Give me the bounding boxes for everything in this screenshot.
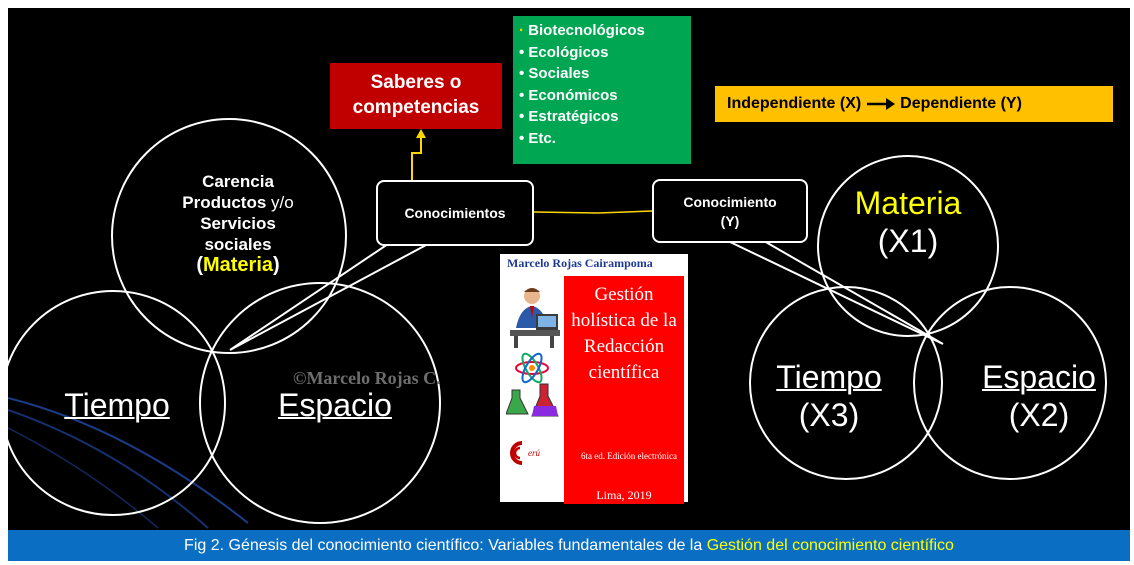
saberes-line: Saberes o bbox=[370, 72, 462, 93]
background-curve bbox=[8, 397, 249, 524]
list-item: • Sociales bbox=[519, 65, 590, 82]
caption-text: Fig 2. Génesis del conocimiento científi… bbox=[184, 537, 707, 554]
book-red-panel bbox=[564, 276, 684, 504]
espacio-left-label: Espacio bbox=[278, 387, 392, 423]
book-author: Marcelo Rojas Cairampoma bbox=[507, 256, 653, 270]
callout-pointer-left bbox=[229, 243, 429, 351]
espacio-name: Espacio bbox=[982, 359, 1096, 395]
list-item: · Biotecnológicos bbox=[519, 22, 645, 39]
carencia-line: Productos y/o bbox=[182, 193, 294, 212]
book-edition: 6ta ed. Edición electrónica bbox=[581, 451, 677, 461]
callout-pointer-right bbox=[727, 240, 944, 345]
book-cover: Marcelo Rojas Cairampoma Gestión holísti… bbox=[500, 254, 688, 504]
circle-carencia bbox=[111, 118, 347, 354]
circle-tiempo-left bbox=[8, 290, 226, 516]
independent-label: Independiente (X) bbox=[727, 95, 862, 112]
watermark: ©Marcelo Rojas C. bbox=[293, 368, 441, 388]
slide: · Biotecnológicos • Ecológicos • Sociale… bbox=[8, 8, 1130, 530]
arrow-to-saberes bbox=[411, 132, 422, 180]
variables-relation-box: Independiente (X) Dependiente (Y) bbox=[715, 86, 1113, 122]
science-flask-icon bbox=[506, 352, 559, 417]
caption-highlight: Gestión del conocimiento científico bbox=[706, 537, 954, 554]
carencia-line: sociales bbox=[204, 235, 272, 254]
callout-line: (Y) bbox=[720, 213, 740, 229]
diagram-shapes bbox=[8, 118, 1107, 529]
variables-list-box: · Biotecnológicos • Ecológicos • Sociale… bbox=[513, 16, 691, 164]
list-item: • Etc. bbox=[519, 129, 556, 147]
arrowhead bbox=[416, 129, 426, 138]
carencia-text: Carencia Productos y/o Servicios sociale… bbox=[148, 171, 328, 276]
saberes-line: competencias bbox=[352, 97, 480, 118]
arrow-right-icon bbox=[866, 97, 895, 110]
caption-bar: Fig 2. Génesis del conocimiento científi… bbox=[8, 530, 1130, 561]
connector-conocimientos bbox=[533, 210, 653, 214]
book-city: Lima, 2019 bbox=[596, 488, 652, 502]
list-item: • Ecológicos bbox=[519, 43, 609, 61]
saberes-box: Saberes o competencias bbox=[330, 63, 502, 129]
materia-right-label: Materia (X1) bbox=[820, 184, 996, 260]
tiempo-right-label: Tiempo (X3) bbox=[764, 358, 894, 434]
background-curve bbox=[8, 409, 209, 529]
espacio-code: (X2) bbox=[1008, 397, 1070, 433]
peru-logo-text: erú bbox=[528, 448, 540, 458]
circle-espacio-left bbox=[199, 282, 441, 524]
book-title: Gestión holística de la Redacción cientí… bbox=[571, 284, 677, 383]
list-item: • Económicos bbox=[519, 86, 618, 104]
tiempo-name: Tiempo bbox=[776, 359, 882, 395]
tiempo-code: (X3) bbox=[798, 397, 860, 433]
callout-line: Conocimiento bbox=[683, 194, 777, 210]
office-worker-icon bbox=[506, 284, 562, 348]
materia-code: (X1) bbox=[877, 223, 939, 259]
materia-label: (Materia) bbox=[196, 254, 280, 276]
callout-conocimiento-y: Conocimiento (Y) bbox=[652, 179, 808, 243]
tiempo-left-label: Tiempo bbox=[64, 387, 170, 423]
espacio-right-label: Espacio (X2) bbox=[964, 358, 1114, 434]
circle-espacio-right bbox=[913, 286, 1107, 480]
background-curve bbox=[8, 427, 159, 529]
carencia-line: Servicios bbox=[200, 214, 276, 233]
circle-materia-right bbox=[817, 155, 999, 337]
callout-label: Conocimientos bbox=[404, 205, 506, 221]
materia-name: Materia bbox=[854, 185, 962, 221]
dependent-label: Dependiente (Y) bbox=[900, 95, 1022, 112]
callout-conocimientos: Conocimientos bbox=[376, 180, 534, 246]
peru-logo-icon bbox=[510, 441, 523, 465]
carencia-line: Carencia bbox=[202, 172, 274, 191]
figure-caption: Fig 2. Génesis del conocimiento científi… bbox=[8, 530, 1130, 561]
circle-tiempo-right bbox=[749, 286, 943, 480]
list-item: • Estratégicos bbox=[519, 108, 619, 125]
